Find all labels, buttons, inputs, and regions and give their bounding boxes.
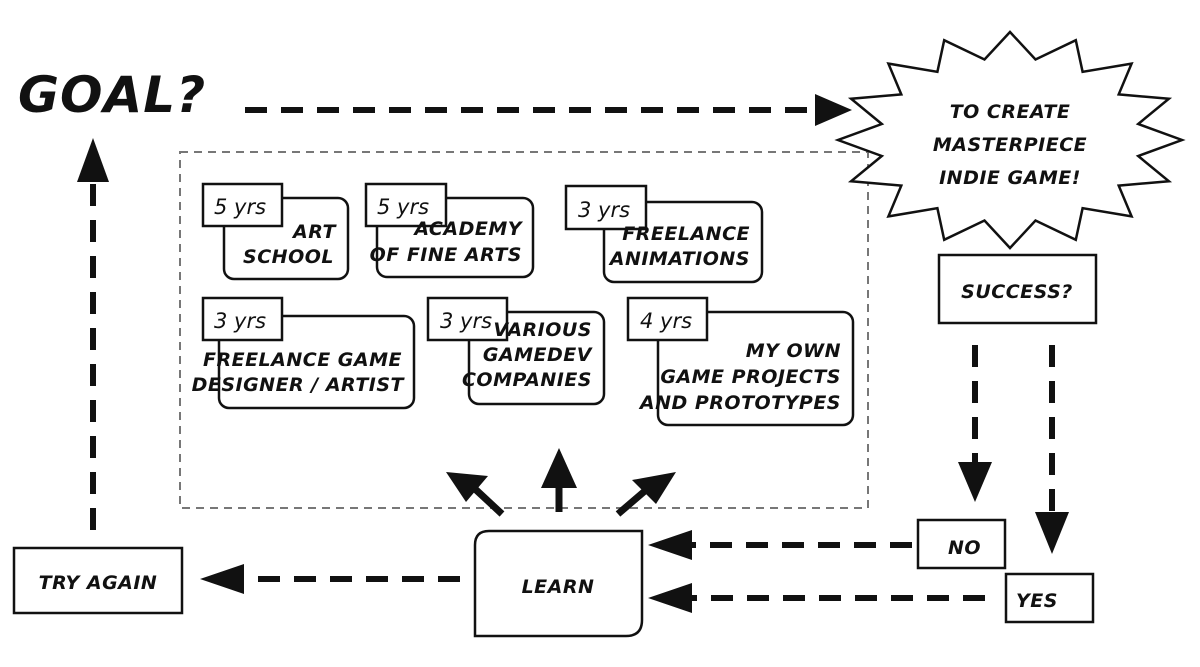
learn-up-arrowhead [541, 448, 577, 488]
success-to-yes-arrowhead [1035, 512, 1069, 554]
experience-line: companies [462, 369, 592, 391]
experience-line: of fine arts [370, 244, 522, 266]
yes-label: Yes [1016, 590, 1058, 612]
experience-years-tag [201, 296, 284, 342]
experience-frame [179, 151, 869, 509]
learn-to-try-again-arrowhead [200, 564, 244, 594]
learn-up-left-arrow [471, 485, 505, 517]
experience-card: 3 yrs Freelance game designer / artist [192, 296, 416, 410]
goal-answer-line-2: masterpiece [933, 134, 1087, 156]
goal-title: GOAL? [18, 66, 206, 124]
experience-years: 3 yrs [578, 198, 630, 222]
learn-up-right-arrowhead [632, 472, 676, 504]
experience-years-tag [364, 182, 448, 228]
experience-line: Freelance [622, 223, 750, 245]
no-box [916, 518, 1007, 570]
experience-card: 3 yrs Freelance animations [564, 184, 764, 284]
learn-up-left-arrowhead [446, 472, 488, 502]
try-again-box [12, 546, 184, 615]
success-to-no-arrowhead [958, 462, 992, 502]
experience-years: 5 yrs [377, 195, 429, 219]
experience-card: 5 yrs Academy of fine arts [364, 182, 535, 279]
experience-line: Art [291, 221, 337, 243]
experience-line: My own [746, 340, 841, 362]
experience-years: 4 yrs [640, 309, 692, 333]
experience-years: 3 yrs [440, 309, 492, 333]
experience-line: designer / artist [192, 374, 406, 396]
experience-years: 3 yrs [214, 309, 266, 333]
learn-box [473, 529, 644, 638]
learn-up-right-arrow [615, 487, 649, 517]
no-label: No [948, 537, 981, 559]
experience-line: school [243, 246, 334, 268]
experience-card: 4 yrs My own game projects and prototype… [626, 296, 855, 427]
experience-line: Academy [412, 218, 523, 240]
no-to-learn-arrowhead [648, 530, 692, 560]
try-again-to-goal-arrowhead [77, 138, 109, 182]
yes-box [1004, 572, 1095, 624]
experience-line: Freelance game [203, 349, 402, 371]
try-again-label: Try again [39, 572, 158, 594]
goal-answer-starburst: To create masterpiece indie game! [834, 30, 1186, 250]
experience-line: animations [608, 248, 750, 270]
success-label: Success? [961, 281, 1073, 303]
experience-years-tag [426, 296, 509, 342]
experience-years-tag [201, 182, 284, 228]
experience-line: Various [493, 319, 592, 341]
experience-years-tag [564, 184, 648, 231]
experience-line: game projects [660, 366, 841, 388]
success-box [937, 253, 1098, 325]
starburst-shape [834, 30, 1186, 250]
yes-to-learn-arrowhead [648, 583, 692, 613]
experience-card: 3 yrs Various gamedev companies [426, 296, 606, 406]
experience-years-tag [626, 296, 709, 342]
experience-card: 5 yrs Art school [201, 182, 350, 281]
experience-years: 5 yrs [214, 195, 266, 219]
learn-label: Learn [522, 576, 595, 598]
experience-line: and prototypes [638, 392, 841, 414]
goal-answer-line-1: To create [950, 101, 1071, 123]
goal-answer-line-3: indie game! [939, 167, 1081, 189]
goal-to-answer-arrowhead [815, 94, 852, 126]
experience-line: gamedev [483, 344, 593, 366]
